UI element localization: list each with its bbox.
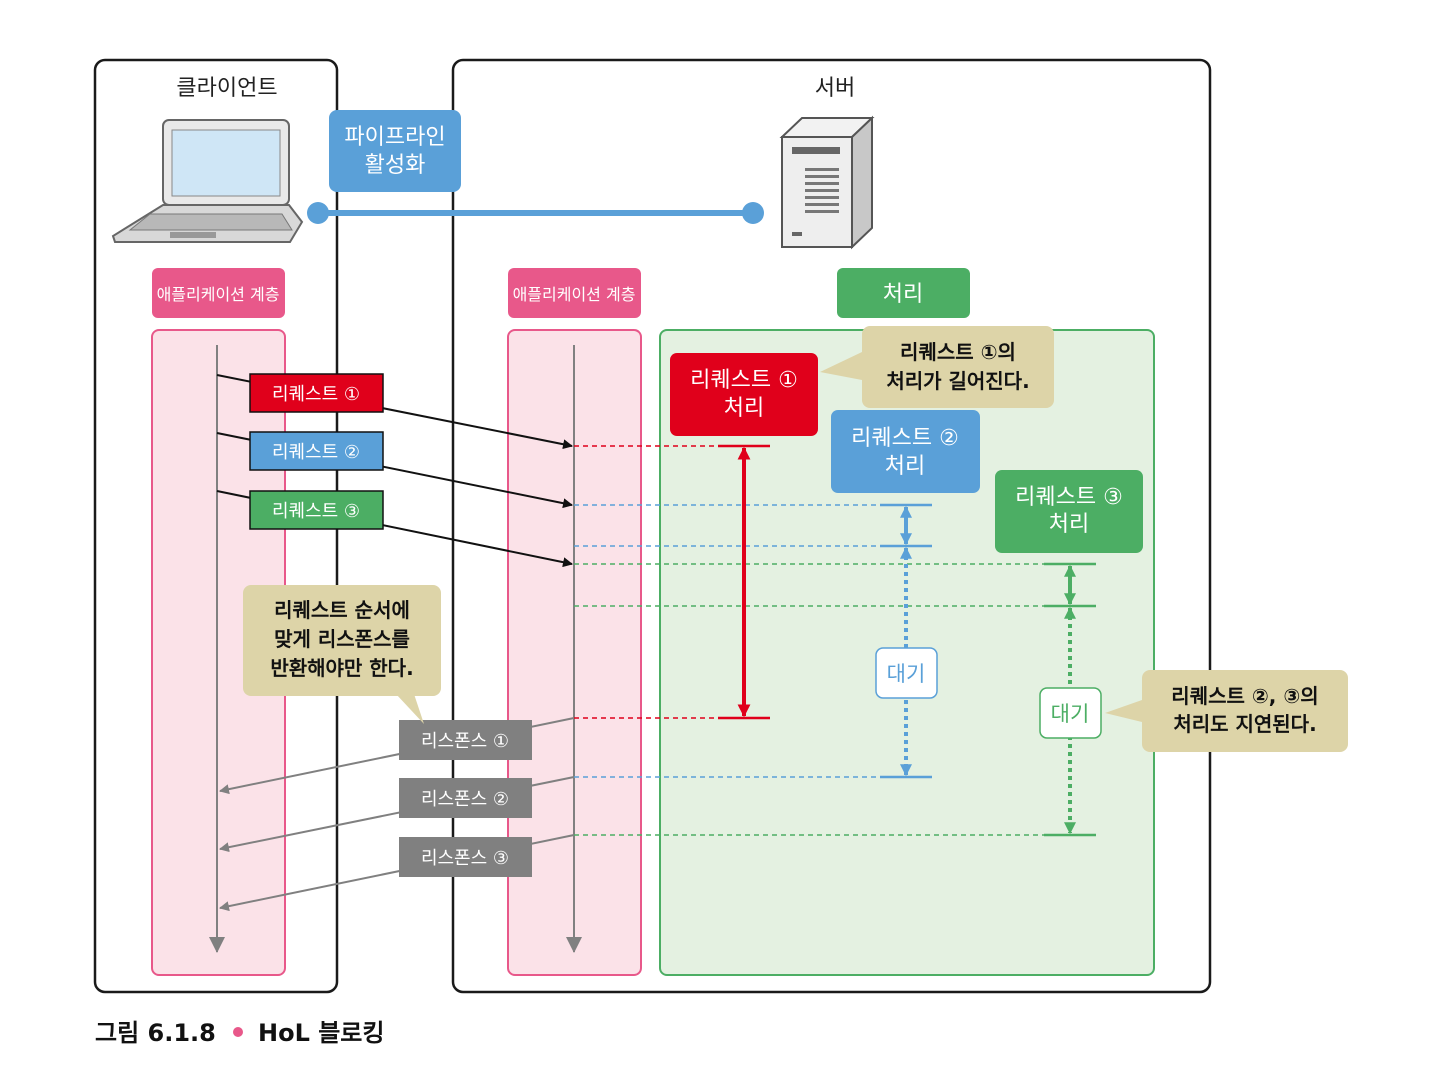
- note-response-order-line3: 반환해야만 한다.: [270, 656, 413, 680]
- processing-label-text: 처리: [883, 282, 923, 307]
- request-3-processing-line2: 처리: [1049, 512, 1089, 537]
- note-request-2-3-delay: 리퀘스트 ②, ③의 처리도 지연된다.: [1105, 670, 1348, 752]
- response-1-text: 리스폰스 ①: [421, 731, 509, 752]
- wait-label-3-text: 대기: [1051, 702, 1090, 726]
- note-request-1-line1: 리퀘스트 ①의: [900, 340, 1016, 364]
- request-1-text: 리퀘스트 ①: [272, 384, 360, 405]
- request-1-processing-box: 리퀘스트 ① 처리: [670, 353, 818, 436]
- pipeline-label: 파이프라인 활성화: [329, 110, 461, 192]
- pipeline-endpoint-server: [742, 202, 764, 224]
- pipeline-label-line2: 활성화: [365, 153, 426, 178]
- processing-label: 처리: [837, 268, 970, 318]
- request-2-processing-line2: 처리: [885, 454, 925, 479]
- server-panel: [451, 58, 1212, 994]
- note-response-order-line1: 리퀘스트 순서에: [274, 598, 410, 622]
- request-2-processing-box: 리퀘스트 ② 처리: [831, 410, 980, 493]
- request-3-label: 리퀘스트 ③: [249, 490, 384, 530]
- tick-marks: [718, 444, 1096, 837]
- client-app-layer-text: 애플리케이션 계층: [157, 285, 280, 304]
- response-1-label: 리스폰스 ①: [399, 720, 532, 760]
- client-title: 클라이언트: [176, 76, 277, 101]
- note-delay-line1: 리퀘스트 ②, ③의: [1171, 684, 1318, 708]
- server-icon: [779, 115, 875, 250]
- wait-label-2-text: 대기: [887, 662, 926, 686]
- response-3-label: 리스폰스 ③: [399, 837, 532, 877]
- response-2-label: 리스폰스 ②: [399, 778, 532, 818]
- wait-label-2: 대기: [875, 647, 938, 699]
- figure-caption: 그림 6.1.8 HoL 블로킹: [95, 1019, 384, 1047]
- client-timeline-arrowhead: [209, 937, 225, 953]
- note-response-order-line2: 맞게 리스폰스를: [274, 627, 410, 651]
- laptop-icon: [111, 119, 304, 243]
- caption-bullet: [233, 1027, 243, 1037]
- request-2-text: 리퀘스트 ②: [272, 442, 360, 463]
- request-2-processing-line1: 리퀘스트 ②: [851, 426, 959, 451]
- caption-prefix: 그림 6.1.8: [95, 1019, 216, 1047]
- caption-title: HoL 블로킹: [258, 1019, 384, 1047]
- request-2-label: 리퀘스트 ②: [249, 431, 384, 471]
- request-1-processing-line1: 리퀘스트 ①: [690, 368, 798, 393]
- response-2-text: 리스폰스 ②: [421, 789, 509, 810]
- server-timeline-arrowhead: [566, 937, 582, 953]
- wait-label-3: 대기: [1039, 687, 1102, 739]
- request-3-processing-line1: 리퀘스트 ③: [1015, 485, 1123, 510]
- response-3-text: 리스폰스 ③: [421, 848, 509, 869]
- server-app-layer-text: 애플리케이션 계층: [513, 285, 636, 304]
- note-response-order: 리퀘스트 순서에 맞게 리스폰스를 반환해야만 한다.: [243, 585, 441, 724]
- server-app-layer-label: 애플리케이션 계층: [508, 268, 641, 318]
- request-3-processing-box: 리퀘스트 ③ 처리: [995, 470, 1143, 553]
- client-app-layer-label: 애플리케이션 계층: [152, 268, 285, 318]
- request-1-processing-line2: 처리: [724, 396, 764, 421]
- note-request-1-slow: 리퀘스트 ①의 처리가 길어진다.: [820, 326, 1054, 408]
- request-1-label: 리퀘스트 ①: [249, 373, 384, 413]
- note-request-1-line2: 처리가 길어진다.: [886, 369, 1029, 393]
- pipeline-endpoint-client: [307, 202, 329, 224]
- dashed-guides: [574, 445, 1046, 836]
- note-delay-line2: 처리도 지연된다.: [1173, 712, 1316, 736]
- request-3-text: 리퀘스트 ③: [272, 501, 360, 522]
- pipeline-label-line1: 파이프라인: [344, 125, 445, 150]
- server-title: 서버: [815, 76, 855, 101]
